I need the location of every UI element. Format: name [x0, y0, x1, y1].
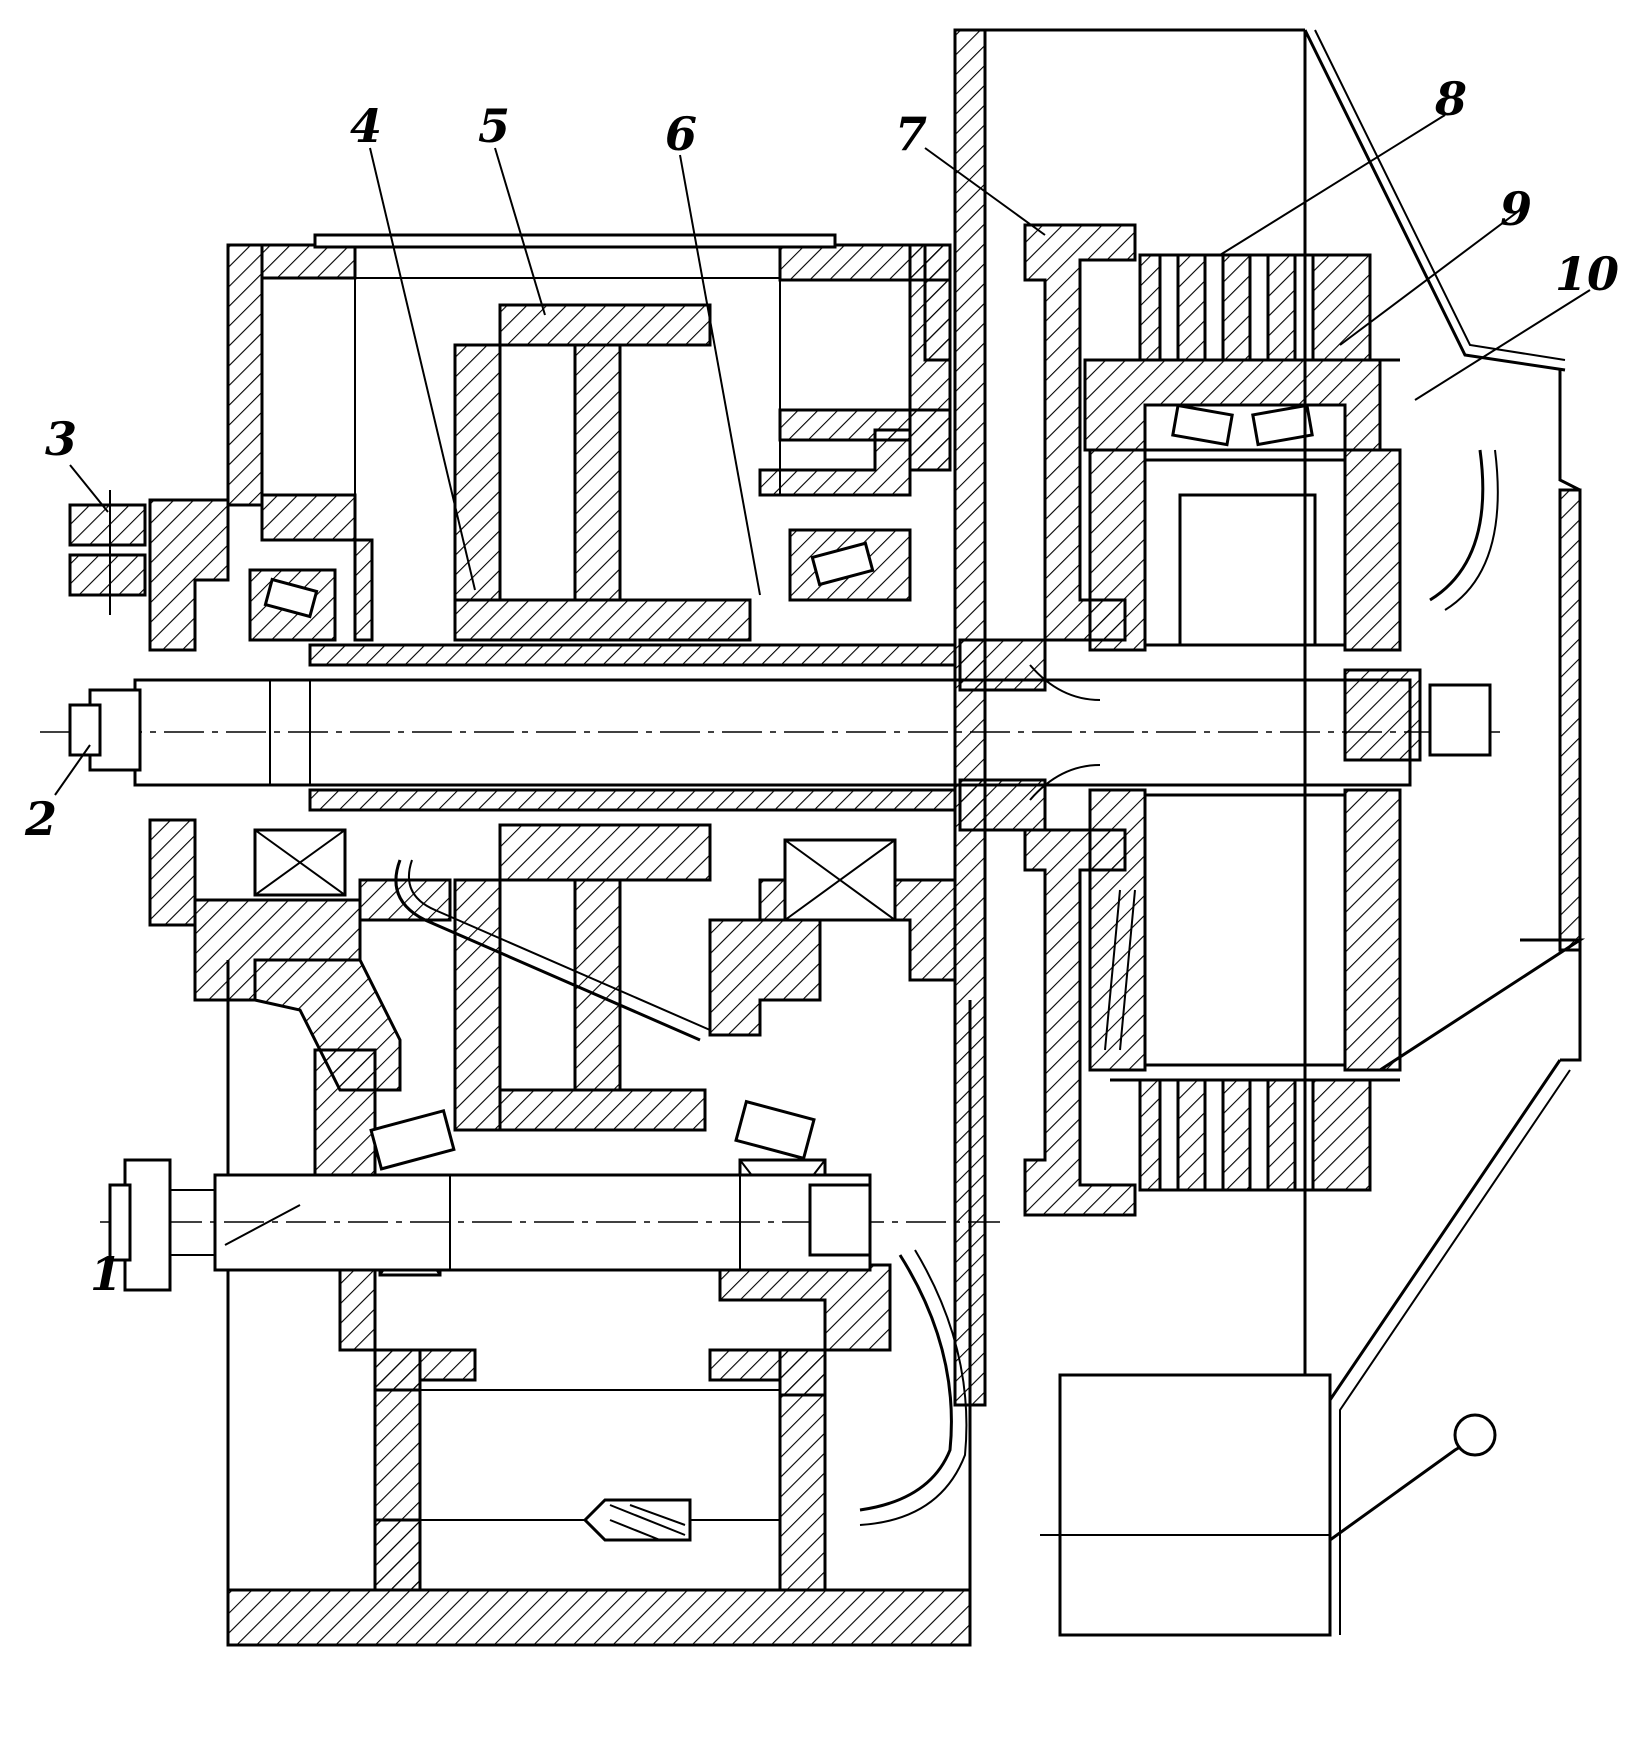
callout-3: 3: [45, 412, 77, 466]
leader-4: [369, 147, 476, 591]
leader-9: [1339, 209, 1521, 346]
callout-4: 4: [350, 99, 382, 153]
callout-5: 5: [478, 99, 510, 153]
output-shaft: [100, 1158, 1000, 1292]
callout-10: 10: [1555, 247, 1619, 301]
brake-drum: [953, 28, 1305, 1407]
oil-pipes: [394, 449, 1499, 1526]
callout-8: 8: [1434, 72, 1467, 126]
leader-8: [1219, 114, 1446, 256]
leader-6: [679, 154, 761, 596]
leader-2: [54, 744, 91, 796]
leader-7: [924, 147, 1046, 236]
callout-7: 7: [895, 107, 927, 161]
leader-1: [224, 1204, 301, 1246]
callout-6: 6: [665, 107, 697, 161]
drain-plug: [582, 1498, 692, 1542]
callout-9: 9: [1500, 182, 1532, 236]
callout-1: 1: [90, 1247, 122, 1301]
leader-3: [69, 464, 109, 513]
leader-lines: [54, 114, 1591, 1246]
terminal-box: [1040, 1373, 1497, 1637]
left-coupling: [68, 490, 147, 615]
leader-10: [1414, 289, 1591, 401]
main-shaft: [40, 664, 1500, 801]
callout-labels: 1 2 3 4 5 6 7 8 9 10: [24, 72, 1619, 1301]
motor: [1083, 253, 1402, 1192]
gearbox-housing: [148, 233, 972, 1647]
callout-2: 2: [24, 792, 57, 846]
large-gear: [453, 303, 752, 1132]
leader-5: [494, 147, 546, 316]
